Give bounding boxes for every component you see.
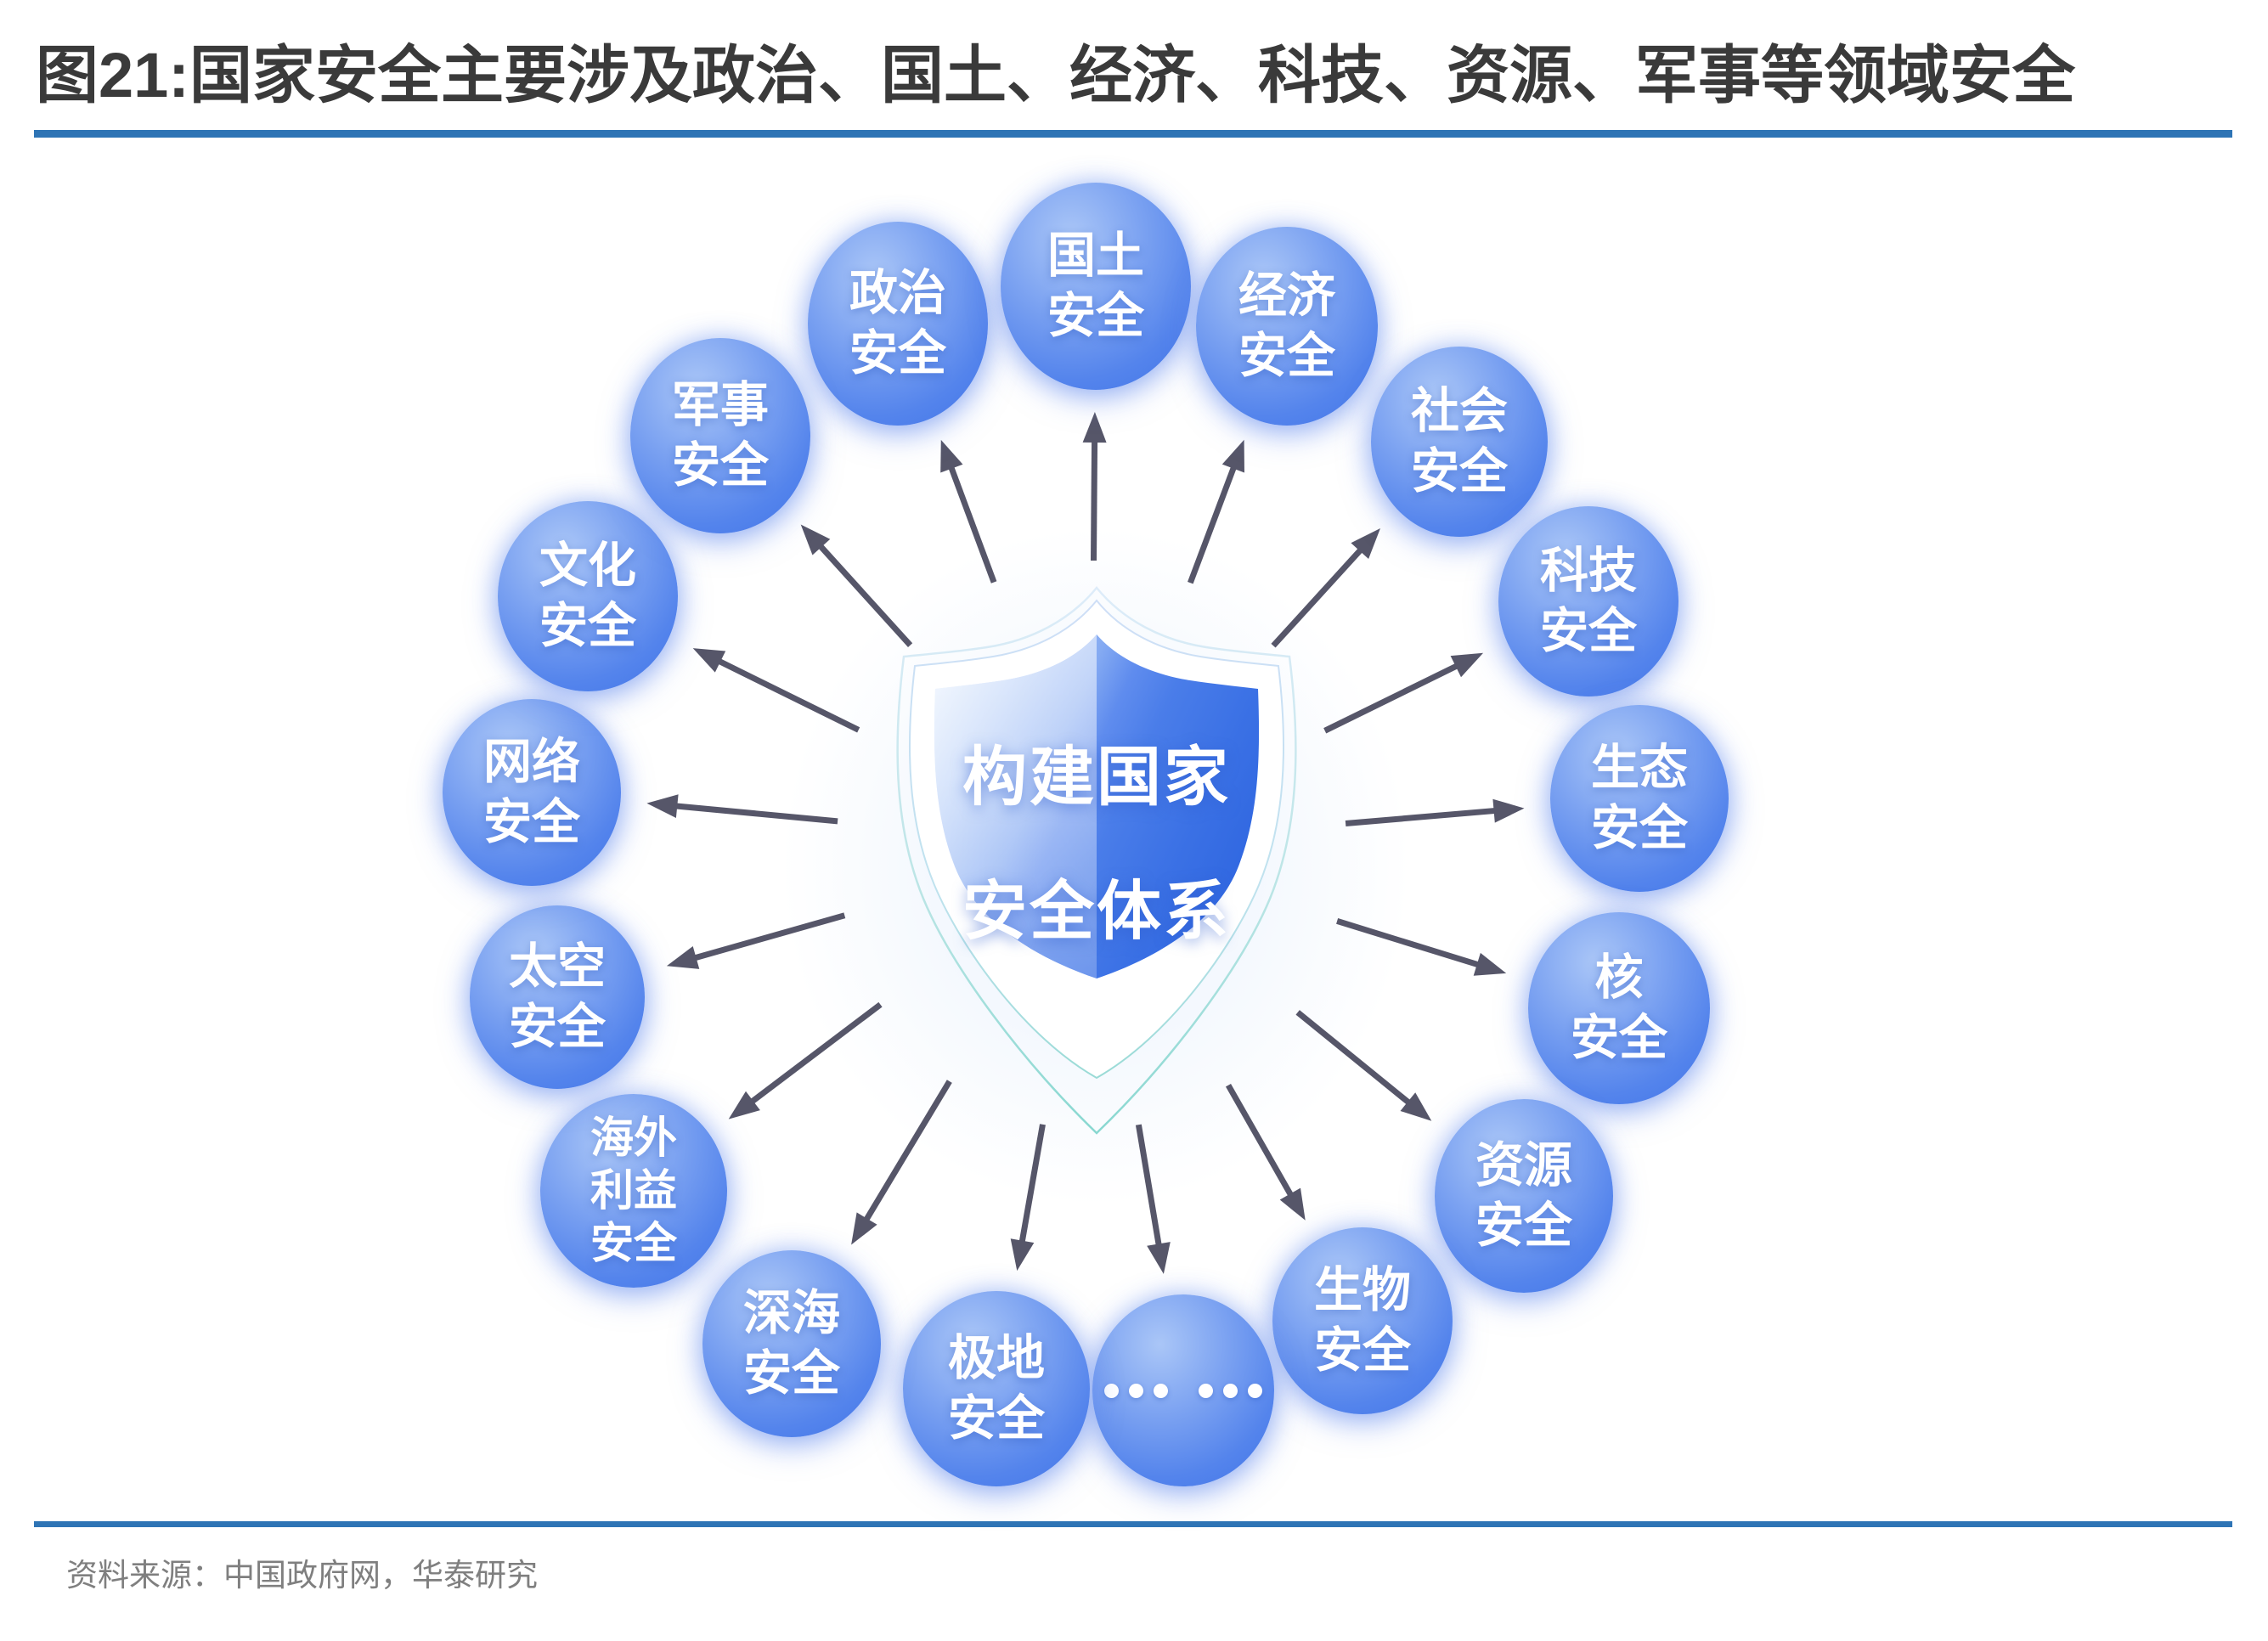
dot-icon — [1104, 1383, 1119, 1398]
node-label-line: 安全 — [1475, 1198, 1572, 1253]
node-label-line: 科技 — [1540, 544, 1637, 598]
arrow-shenhai — [851, 1080, 952, 1245]
arrow-wangluo — [646, 794, 838, 825]
arrow-wenhua — [692, 648, 860, 733]
node-shengtai: 生态安全 — [1550, 705, 1729, 892]
footer-divider — [34, 1521, 2232, 1527]
node-guotu: 国土安全 — [1001, 183, 1191, 390]
dot-icon — [1154, 1383, 1168, 1398]
node-label-line: 安全 — [1571, 1011, 1667, 1065]
source-note: 资料来源：中国政府网，华泰研究 — [66, 1558, 538, 1593]
node-label-line: 安全 — [590, 1219, 677, 1267]
node-wangluo: 网络安全 — [443, 699, 621, 886]
arrow-guotu — [1082, 412, 1107, 561]
shield-title-line2: 安全体系 — [962, 876, 1231, 948]
node-label-line: 海外 — [590, 1114, 677, 1162]
node-label-line: 资源 — [1475, 1138, 1572, 1193]
shield-title: 构建国家 安全体系 — [884, 746, 1309, 945]
arrow-junshi — [800, 524, 913, 647]
node-wenhua: 文化安全 — [498, 501, 678, 691]
node-label-line: 安全 — [849, 326, 946, 381]
arrow-shehui — [1271, 528, 1380, 648]
dot-icon — [1223, 1383, 1238, 1398]
title-divider — [34, 130, 2232, 138]
node-label-line: 政治 — [849, 266, 946, 320]
node-label-line: 网络 — [483, 735, 580, 789]
arrow-taikong — [666, 912, 846, 969]
arrow-jidi — [1010, 1124, 1046, 1272]
dot-icon — [1199, 1383, 1213, 1398]
node-label-line: 安全 — [1047, 289, 1144, 343]
arrow-shengwu — [1225, 1083, 1306, 1221]
arrow-he — [1336, 918, 1507, 976]
node-label-line: 安全 — [539, 599, 636, 653]
ellipsis-dots — [1099, 1383, 1267, 1398]
node-he: 核安全 — [1528, 912, 1710, 1104]
dot-icon — [1129, 1383, 1143, 1398]
node-label-line: 利益 — [590, 1166, 677, 1215]
arrow-keji — [1323, 652, 1484, 734]
arrow-ziyuan — [1295, 1010, 1432, 1121]
arrow-shengtai — [1345, 798, 1525, 826]
node-label-line: 安全 — [1238, 329, 1335, 383]
dot-icon — [1248, 1383, 1262, 1398]
node-label-line: 安全 — [1540, 604, 1637, 658]
arrow-jingji — [1188, 439, 1244, 584]
arrow-haiwai — [728, 1001, 883, 1119]
node-shenhai: 深海安全 — [702, 1250, 881, 1437]
node-label-line: 生态 — [1591, 741, 1688, 795]
node-label-line: 安全 — [509, 1000, 606, 1054]
node-label-line: 安全 — [1411, 444, 1508, 499]
node-label-line: 安全 — [948, 1391, 1045, 1446]
node-shengwu: 生物安全 — [1272, 1227, 1453, 1414]
node-label-line: 经济 — [1238, 268, 1335, 323]
node-taikong: 太空安全 — [470, 905, 645, 1089]
node-label-line: 国土 — [1047, 228, 1144, 283]
node-zhengzhi: 政治安全 — [808, 222, 988, 426]
node-junshi: 军事安全 — [630, 338, 810, 533]
shield-title-line1: 构建国家 — [962, 742, 1231, 814]
node-haiwai: 海外利益安全 — [540, 1094, 727, 1288]
node-label-line: 生物 — [1314, 1263, 1411, 1317]
arrow-zhengzhi — [940, 439, 997, 584]
node-label-line: 安全 — [483, 795, 580, 849]
node-ellipsis — [1092, 1294, 1274, 1486]
node-jingji: 经济安全 — [1196, 227, 1378, 426]
node-label-line: 文化 — [539, 539, 636, 593]
node-label-line: 军事 — [672, 378, 769, 432]
arrow-ellipsis — [1135, 1124, 1171, 1274]
node-label-line: 安全 — [672, 438, 769, 493]
figure-title: 图21:国家安全主要涉及政治、国土、经济、科技、资源、军事等领域安全 — [36, 40, 2075, 110]
node-jidi: 极地安全 — [903, 1291, 1090, 1486]
shield-icon — [896, 586, 1297, 1135]
node-keji: 科技安全 — [1498, 506, 1678, 696]
node-label-line: 深海 — [743, 1286, 840, 1340]
node-label-line: 安全 — [743, 1346, 840, 1401]
node-label-line: 极地 — [948, 1331, 1045, 1385]
node-ziyuan: 资源安全 — [1435, 1099, 1613, 1293]
node-label-line: 安全 — [1591, 801, 1688, 855]
node-label-line: 核 — [1594, 950, 1644, 1005]
node-label-line: 安全 — [1314, 1323, 1411, 1378]
shield-outer-outline — [896, 586, 1297, 1135]
node-label-line: 太空 — [509, 939, 606, 994]
node-label-line: 社会 — [1411, 384, 1508, 438]
node-shehui: 社会安全 — [1371, 347, 1548, 537]
